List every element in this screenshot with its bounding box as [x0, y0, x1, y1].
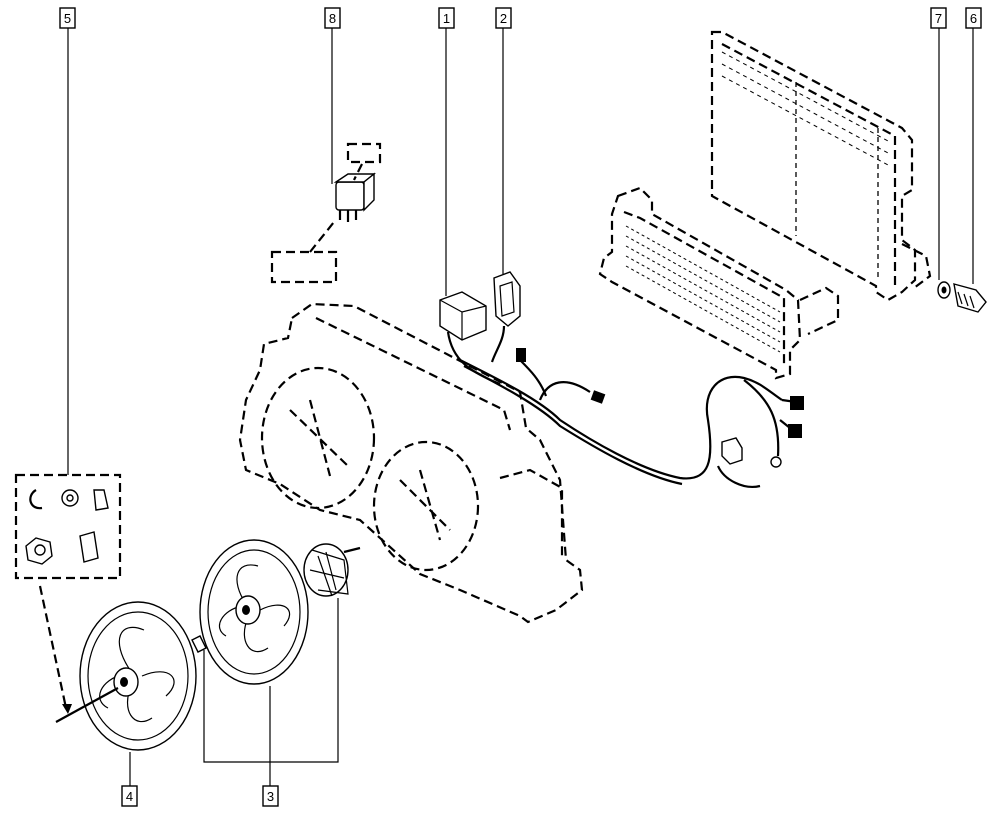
radiator: [710, 30, 932, 302]
callout-5: 5: [59, 7, 76, 29]
callout-4: 4: [121, 785, 138, 807]
fan-shroud: [238, 302, 584, 624]
temperature-switch: [953, 283, 987, 313]
callout-3-label: 3: [267, 789, 274, 804]
callout-5-label: 5: [64, 11, 71, 26]
callout-7-label: 7: [935, 11, 942, 26]
connector-gasket: [490, 271, 521, 363]
wiring-harness: [459, 348, 804, 488]
fan-assembly: [191, 539, 309, 685]
callout-7: 7: [930, 7, 947, 29]
leader-lines: [67, 28, 974, 786]
sealing-washer: [937, 281, 951, 299]
callout-6-label: 6: [970, 11, 977, 26]
callout-1: 1: [438, 7, 455, 29]
callout-6: 6: [965, 7, 982, 29]
callout-2: 2: [495, 7, 512, 29]
callout-8-label: 8: [329, 11, 336, 26]
callout-3: 3: [262, 785, 279, 807]
relay: [270, 142, 382, 284]
callout-4-label: 4: [126, 789, 133, 804]
condenser: [598, 186, 840, 380]
fan: [55, 601, 197, 751]
callout-2-label: 2: [500, 11, 507, 26]
callout-8: 8: [324, 7, 341, 29]
fan-motor: [303, 543, 361, 597]
callout-1-label: 1: [443, 11, 450, 26]
fixing-kit: [14, 473, 122, 714]
